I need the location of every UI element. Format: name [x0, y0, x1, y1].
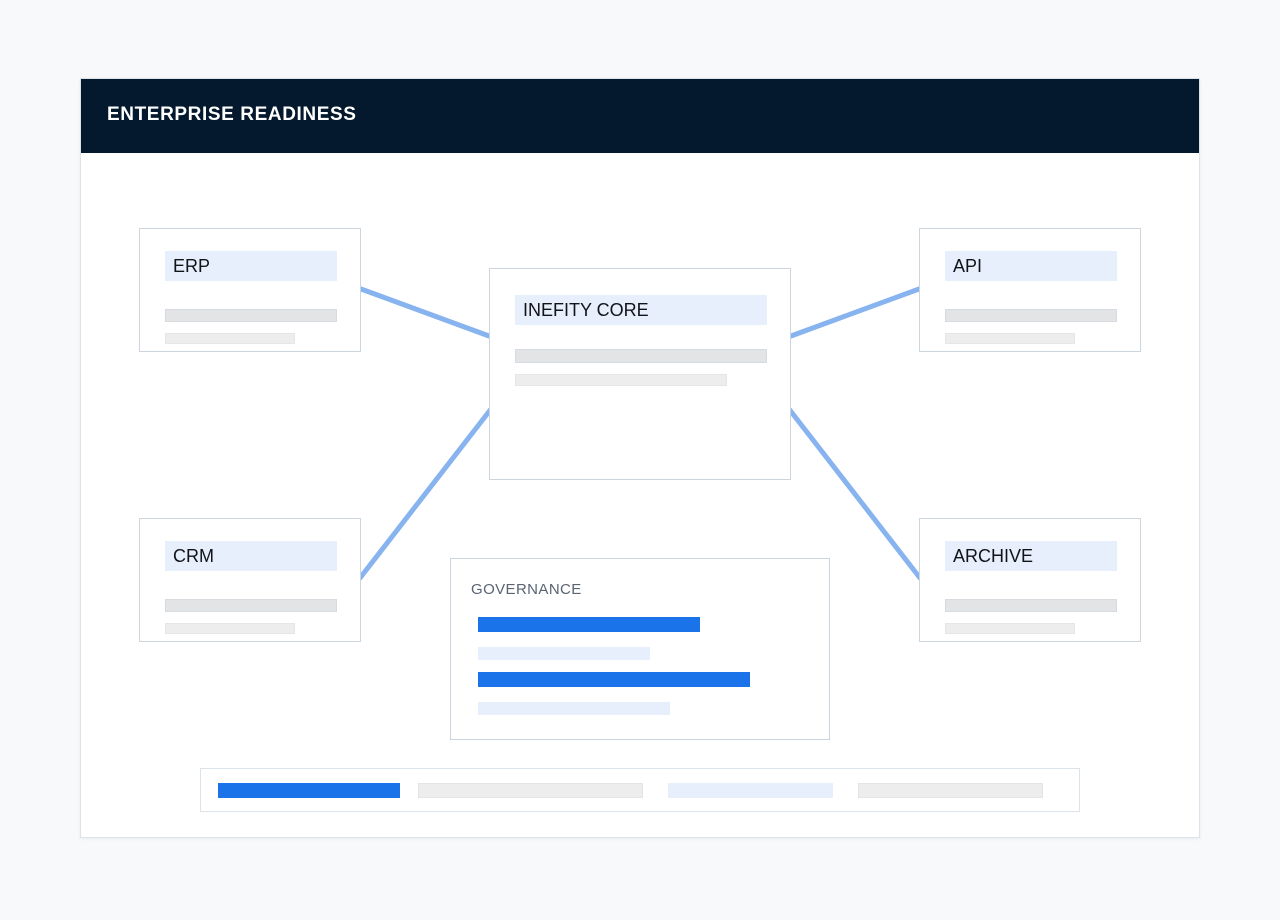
node-erp[interactable]: ERP	[139, 228, 361, 352]
page-title: ENTERPRISE READINESS	[107, 104, 357, 125]
governance-row-4	[478, 702, 670, 715]
node-api[interactable]: API	[919, 228, 1141, 352]
node-api-placeholder-1	[945, 309, 1117, 322]
node-core-placeholder-1	[515, 349, 767, 363]
node-archive-placeholder-1	[945, 599, 1117, 612]
card-header: ENTERPRISE READINESS	[81, 79, 1199, 153]
node-archive[interactable]: ARCHIVE	[919, 518, 1141, 642]
node-erp-placeholder-2	[165, 333, 295, 344]
footer-segment-4[interactable]	[858, 783, 1043, 798]
governance-row-2	[478, 647, 650, 660]
footer-segment-2[interactable]	[418, 783, 643, 798]
node-core-placeholder-2	[515, 374, 727, 386]
node-core[interactable]: INEFITY CORE	[489, 268, 791, 480]
footer-segment-1[interactable]	[218, 783, 400, 798]
node-api-placeholder-2	[945, 333, 1075, 344]
node-api-title: API	[945, 251, 1117, 281]
node-archive-placeholder-2	[945, 623, 1075, 634]
node-erp-placeholder-1	[165, 309, 337, 322]
node-crm-title: CRM	[165, 541, 337, 571]
governance-row-1	[478, 617, 700, 632]
node-archive-title: ARCHIVE	[945, 541, 1117, 571]
governance-panel-title: GOVERNANCE	[471, 581, 582, 598]
node-crm[interactable]: CRM	[139, 518, 361, 642]
node-crm-placeholder-2	[165, 623, 295, 634]
footer-segment-3[interactable]	[668, 783, 833, 798]
governance-row-3	[478, 672, 750, 687]
governance-panel[interactable]: GOVERNANCE	[450, 558, 830, 740]
footer-progress-bar[interactable]	[200, 768, 1080, 812]
node-erp-title: ERP	[165, 251, 337, 281]
node-core-title: INEFITY CORE	[515, 295, 767, 325]
node-crm-placeholder-1	[165, 599, 337, 612]
